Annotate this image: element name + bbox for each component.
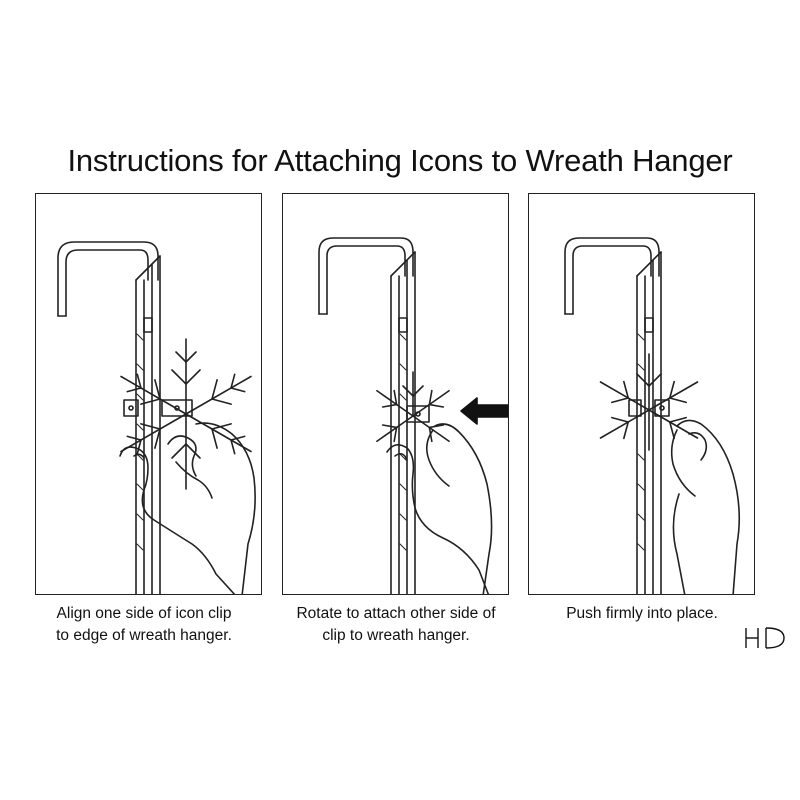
hanger-hook — [564, 237, 660, 315]
step-3-caption-line-1: Push firmly into place. — [566, 605, 718, 622]
snowflake-icon — [120, 338, 252, 490]
step-1-illustration — [35, 193, 262, 595]
step-1-caption-line-1: Align one side of icon clip — [56, 605, 232, 622]
arrow-left-icon — [460, 397, 508, 425]
page-title: Instructions for Attaching Icons to Wrea… — [67, 143, 733, 178]
step-2-caption: Rotate to attach other side of clip to w… — [276, 603, 516, 647]
step-2-illustration — [282, 193, 509, 595]
step-3-caption: Push firmly into place. — [522, 603, 762, 625]
step-1-caption: Align one side of icon clip to edge of w… — [24, 603, 264, 647]
snowflake-icon — [599, 353, 699, 451]
hand — [676, 419, 741, 594]
hand — [386, 444, 490, 594]
hd-logo — [745, 627, 785, 649]
hanger-hook — [57, 241, 159, 317]
hand — [119, 446, 236, 594]
snowflake-icon — [376, 371, 450, 443]
step-3-illustration — [528, 193, 755, 595]
step-1-caption-line-2: to edge of wreath hanger. — [56, 627, 232, 644]
hanger-hook — [318, 237, 414, 315]
step-2-caption-line-2: clip to wreath hanger. — [322, 627, 470, 644]
step-2-caption-line-1: Rotate to attach other side of — [296, 605, 496, 622]
